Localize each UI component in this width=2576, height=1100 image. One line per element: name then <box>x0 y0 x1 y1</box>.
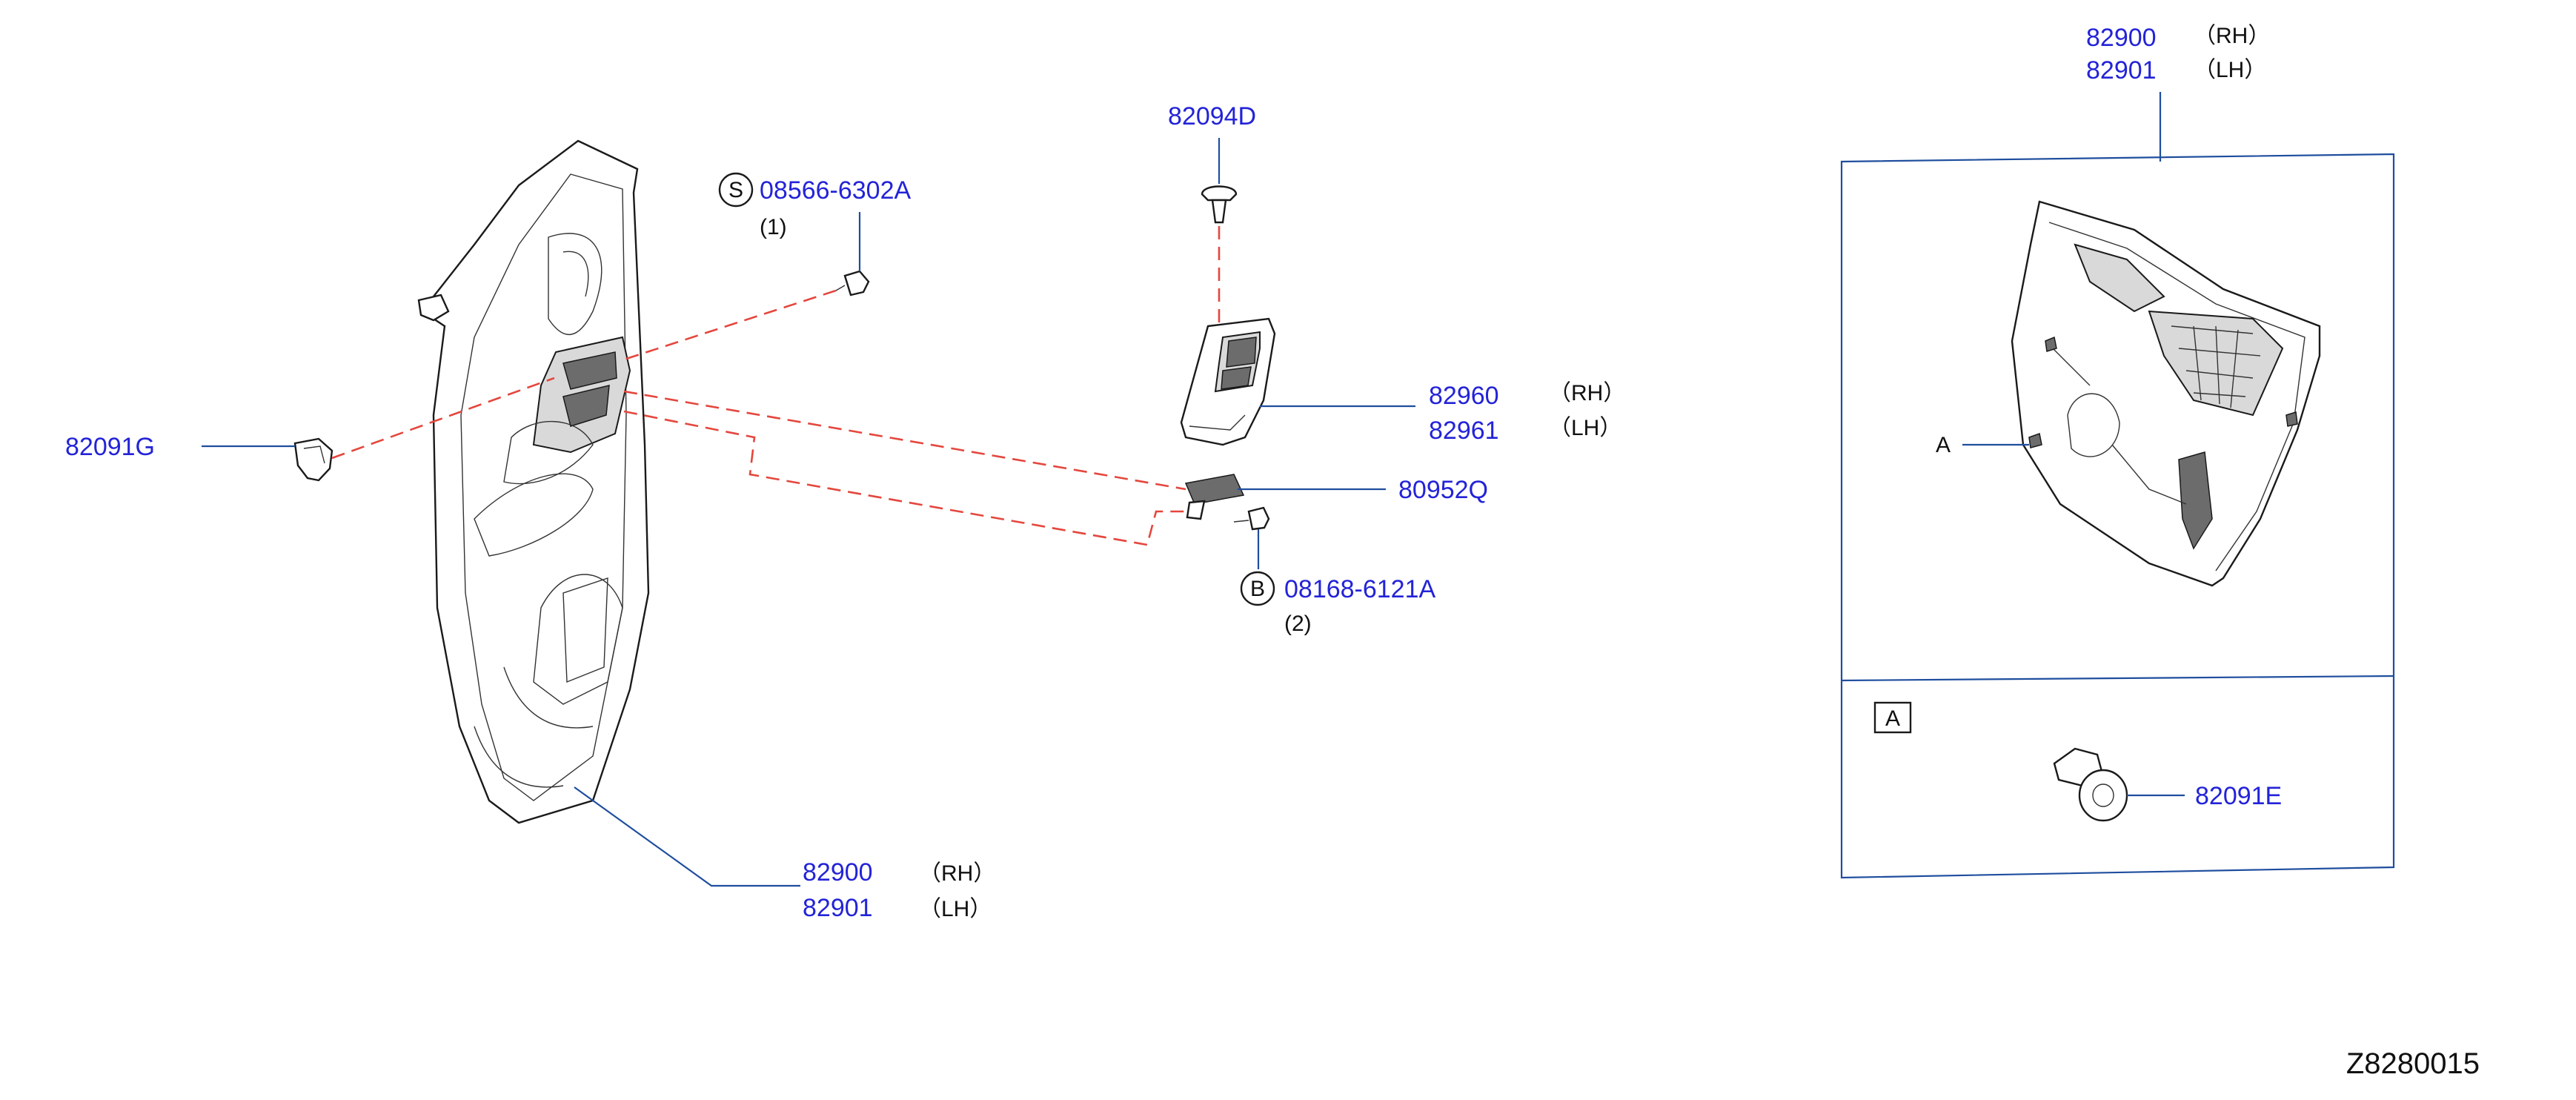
clip-82091g[interactable] <box>293 437 333 482</box>
detail-a-box <box>1873 701 1912 734</box>
armrest-finisher-rh-pn[interactable]: 82960 <box>1429 382 1499 410</box>
bracket-upper-dash <box>623 390 1186 491</box>
screw-82094d-pn[interactable]: 82094D <box>1168 102 1256 130</box>
armrest-finisher[interactable] <box>1180 317 1276 446</box>
bolt-pn[interactable]: 08168-6121A <box>1284 575 1436 603</box>
door-finisher-panel[interactable] <box>417 139 650 824</box>
bolt-symbol-circle <box>1240 571 1275 606</box>
clip-82091e[interactable] <box>2053 747 2128 822</box>
door-finisher-rh-pn[interactable]: 82900 <box>803 858 873 887</box>
bracket-80952q[interactable] <box>1184 474 1245 520</box>
bracket-pn[interactable]: 80952Q <box>1398 476 1488 504</box>
detail-finisher-rh-label: （RH） <box>2194 24 2270 48</box>
screw-top-pn[interactable]: 08566-6302A <box>760 176 912 205</box>
detail-finisher-lh-pn[interactable]: 82901 <box>2086 56 2157 85</box>
screw-top-symbol: S <box>728 178 743 202</box>
detail-view-box <box>1840 153 2395 879</box>
screw-08566-6302a[interactable] <box>835 270 870 296</box>
detail-a-ref-label: A <box>1936 433 1951 457</box>
bolt-qty: (2) <box>1284 612 1312 636</box>
detail-a-box-label: A <box>1885 706 1900 731</box>
screw-top-qty: (1) <box>760 215 787 239</box>
drawing-id: Z8280015 <box>2346 1047 2480 1080</box>
door-finisher-lh-label: （LH） <box>919 897 992 921</box>
finisher-back-view[interactable] <box>2011 200 2321 587</box>
clip-82091g-dash <box>331 377 555 460</box>
bracket-lower-dash <box>623 410 1186 546</box>
screw-82094d[interactable] <box>1201 185 1238 224</box>
door-finisher-rh-label: （RH） <box>919 861 995 886</box>
detail-finisher-lh-label: （LH） <box>2194 58 2266 82</box>
bolt-08168-6121a[interactable] <box>1233 506 1270 531</box>
armrest-finisher-lh-pn[interactable]: 82961 <box>1429 417 1499 445</box>
screw-top-symbol-circle <box>718 172 754 208</box>
door-finisher-lh-pn[interactable]: 82901 <box>803 894 873 922</box>
detail-finisher-rh-pn[interactable]: 82900 <box>2086 24 2157 52</box>
clip-82091g-pn[interactable]: 82091G <box>65 433 155 461</box>
armrest-finisher-lh-label: （LH） <box>1549 416 1621 440</box>
armrest-finisher-rh-label: （RH） <box>1549 381 1625 405</box>
door-finisher-leader <box>574 786 800 887</box>
bolt-symbol: B <box>1250 577 1265 601</box>
clip-82091e-pn[interactable]: 82091E <box>2195 782 2282 810</box>
screw-top-dash <box>623 289 837 361</box>
